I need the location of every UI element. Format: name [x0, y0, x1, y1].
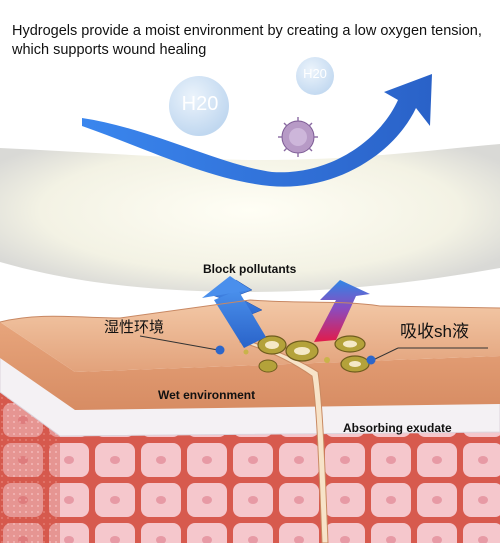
curved-arrow: [82, 74, 432, 187]
hydrogel-dressing: [0, 144, 500, 292]
label-absorb-cn: 吸收sh液: [400, 322, 469, 341]
label-block-pollutants: Block pollutants: [203, 262, 297, 276]
wound-crack: [239, 337, 329, 543]
block-arrow-left-head: [202, 276, 250, 298]
skin-side: [0, 322, 500, 410]
h2o-bubble-large: [169, 76, 229, 136]
wound-particles: [243, 335, 370, 373]
diagram-caption: Hydrogels provide a moist environment by…: [12, 23, 482, 58]
label-moist-environment-cn: 湿性环境: [104, 319, 165, 336]
h2o-bubble-small: [296, 57, 334, 95]
label-wet-environment: Wet environment: [158, 388, 256, 402]
virus-icon: [278, 117, 318, 157]
h2o-label-small: H20: [303, 66, 327, 81]
absorb-arrow-right: [314, 280, 370, 342]
skin-outline: [0, 299, 500, 323]
callout-markers: [139, 335, 488, 365]
label-absorbing-exudate: Absorbing exudate: [343, 421, 452, 435]
block-arrow-left-shaft: [214, 290, 266, 348]
h2o-label-large: H20: [181, 93, 219, 115]
